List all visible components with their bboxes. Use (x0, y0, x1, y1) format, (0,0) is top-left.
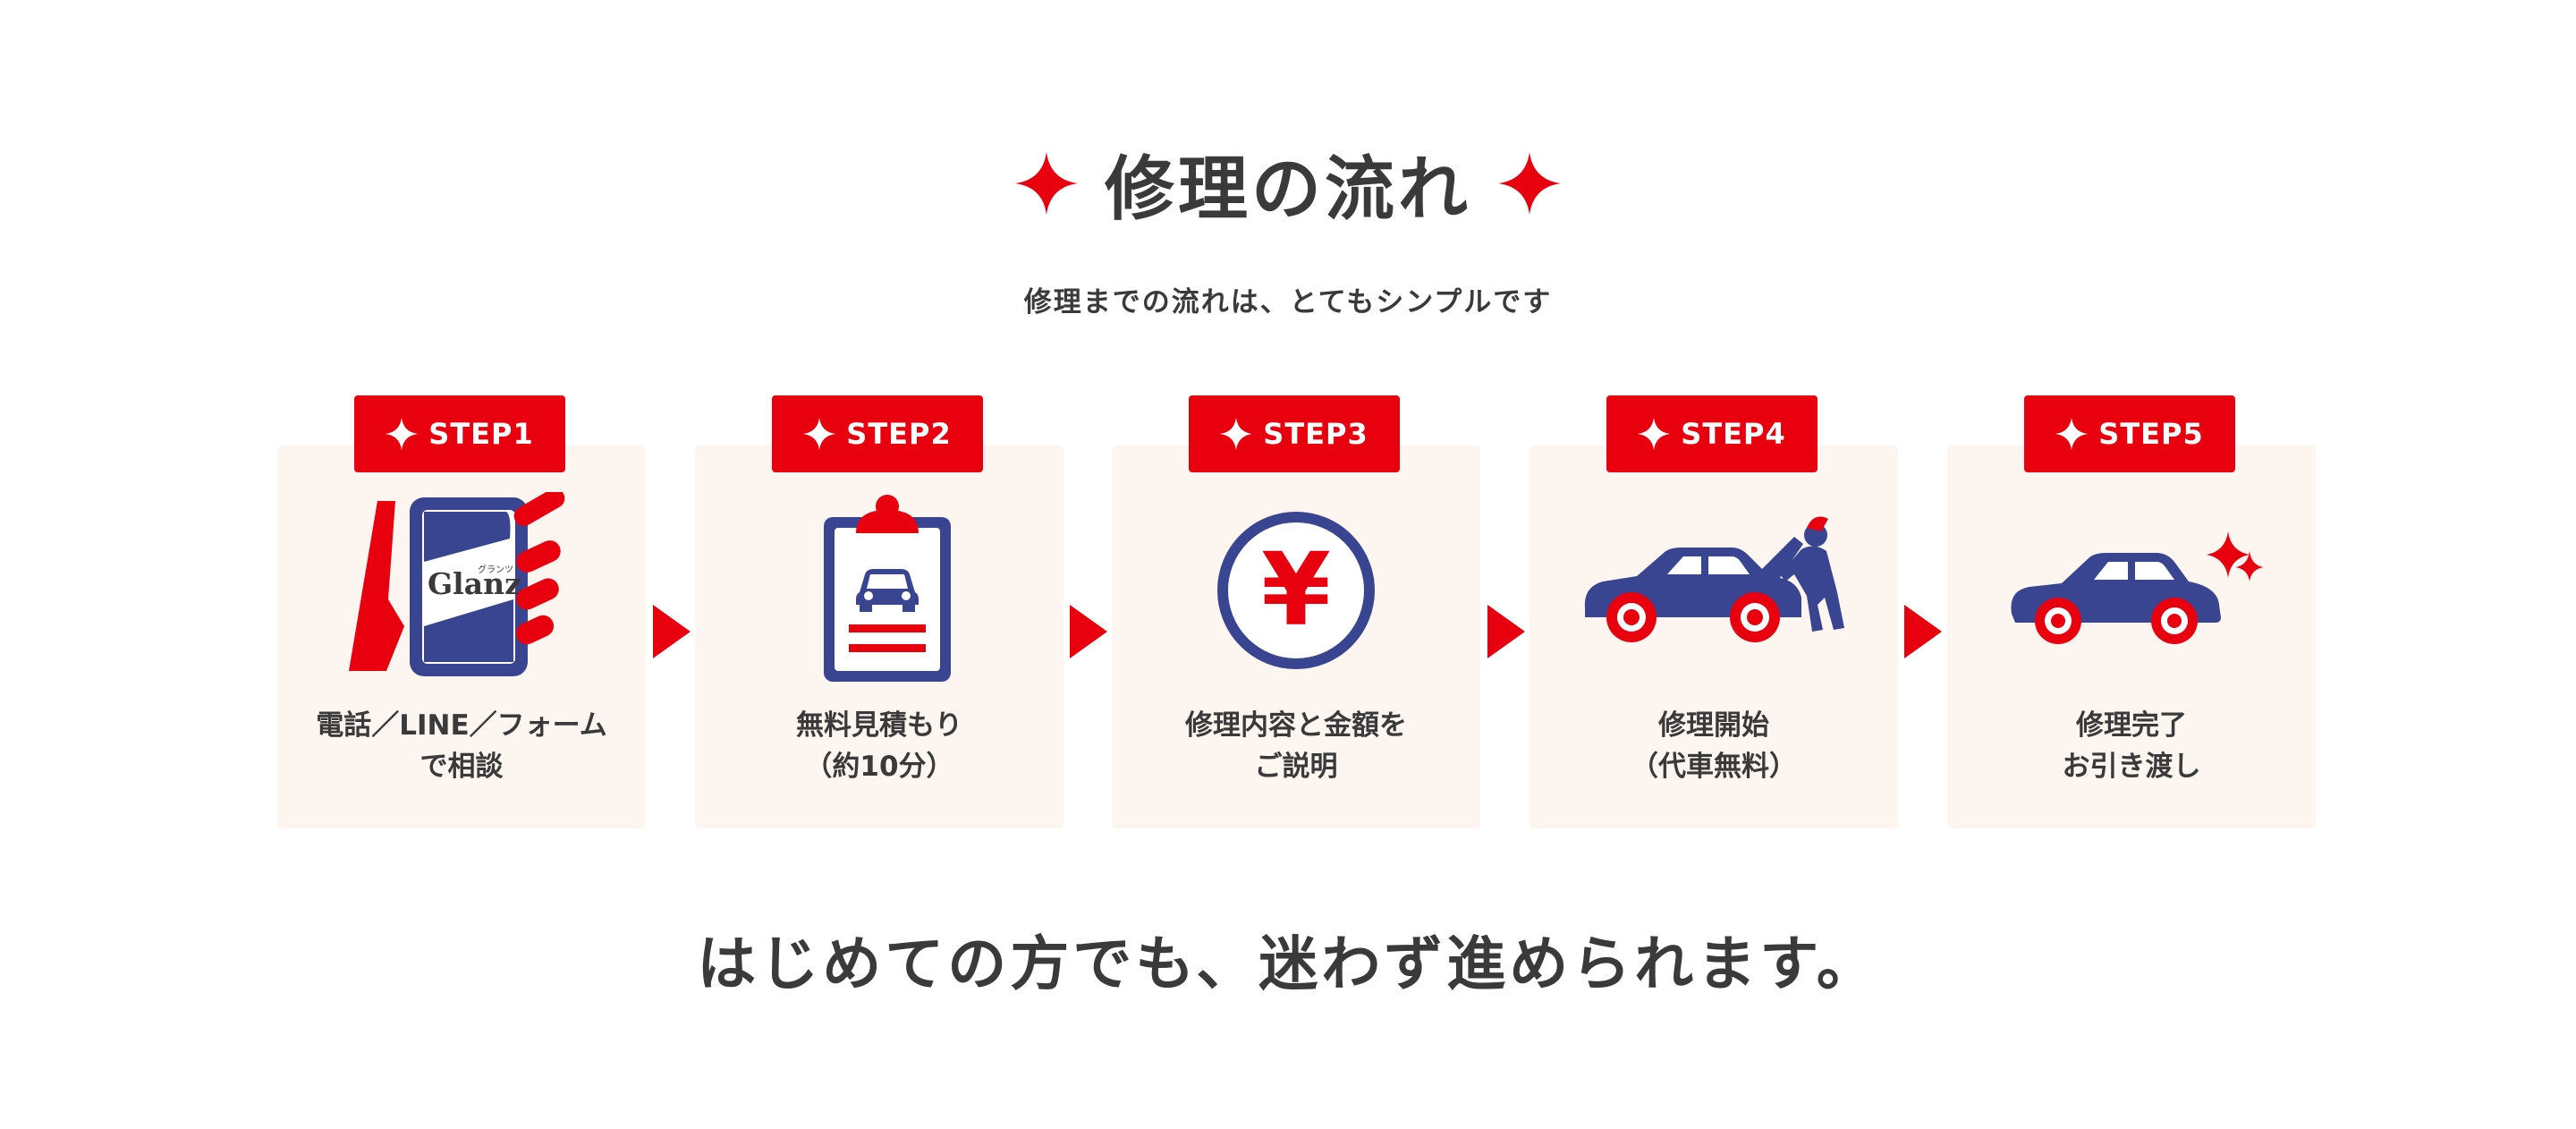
sparkle-icon (2055, 418, 2089, 450)
step-badge: STEP3 (1189, 395, 1400, 472)
sparkle-icon (803, 418, 836, 450)
sparkle-icon (386, 418, 419, 450)
step-card-4: STEP4 修理開始 （代車無料） (1530, 395, 1898, 828)
arrow-right-icon (653, 605, 691, 658)
car-mechanic-icon (1580, 492, 1848, 689)
step-badge: STEP4 (1606, 395, 1818, 472)
step-badge: STEP1 (354, 395, 565, 472)
step-badge-label: STEP2 (846, 417, 952, 451)
section-header: 修理の流れ (0, 134, 2576, 233)
smartphone-hand-icon: Glanz グランツ (327, 492, 596, 689)
glanz-logo-ruby: グランツ (478, 564, 513, 575)
sparkle-icon (1014, 152, 1078, 215)
glanz-logo-text: Glanz (428, 566, 521, 601)
page-title: 修理の流れ (1104, 149, 1471, 230)
step-badge: STEP5 (2024, 395, 2235, 472)
arrow-right-icon (1070, 605, 1107, 658)
clipboard-car-icon (745, 492, 1013, 689)
step-card-2: STEP2 無料見積もり （約10分） (695, 395, 1063, 828)
step-badge-label: STEP1 (428, 417, 534, 451)
step-badge-label: STEP5 (2098, 417, 2204, 451)
step-description: 無料見積もり （約10分） (796, 709, 962, 783)
sparkling-car-icon (1997, 492, 2266, 689)
yen-symbol: ¥ (1261, 532, 1331, 649)
arrow-right-icon (1904, 605, 1942, 658)
step-card-1: STEP1 Glanz グランツ 電話／LINE／フォーム で相談 (277, 395, 646, 828)
arrow-right-icon (1487, 605, 1525, 658)
step-description: 修理開始 （代車無料） (1631, 709, 1797, 783)
step-card-5: STEP5 修理完了 お引き渡し (1947, 395, 2316, 828)
sparkle-icon (1638, 418, 1671, 450)
sparkle-icon (1220, 418, 1253, 450)
step-badge-label: STEP3 (1263, 417, 1368, 451)
sparkle-icon (1498, 152, 1561, 215)
step-badge-label: STEP4 (1681, 417, 1786, 451)
step-card-3: STEP3 ¥ 修理内容と金額を ご説明 (1112, 395, 1480, 828)
step-description: 修理内容と金額を ご説明 (1185, 709, 1407, 783)
step-description: 電話／LINE／フォーム で相談 (316, 709, 607, 783)
step-badge: STEP2 (772, 395, 983, 472)
tagline: はじめての方でも、迷わず進められます。 (697, 930, 1879, 998)
yen-coin-icon: ¥ (1162, 492, 1430, 689)
page-subtitle: 修理までの流れは、とてもシンプルです (1023, 286, 1553, 318)
step-description: 修理完了 お引き渡し (2062, 709, 2201, 783)
